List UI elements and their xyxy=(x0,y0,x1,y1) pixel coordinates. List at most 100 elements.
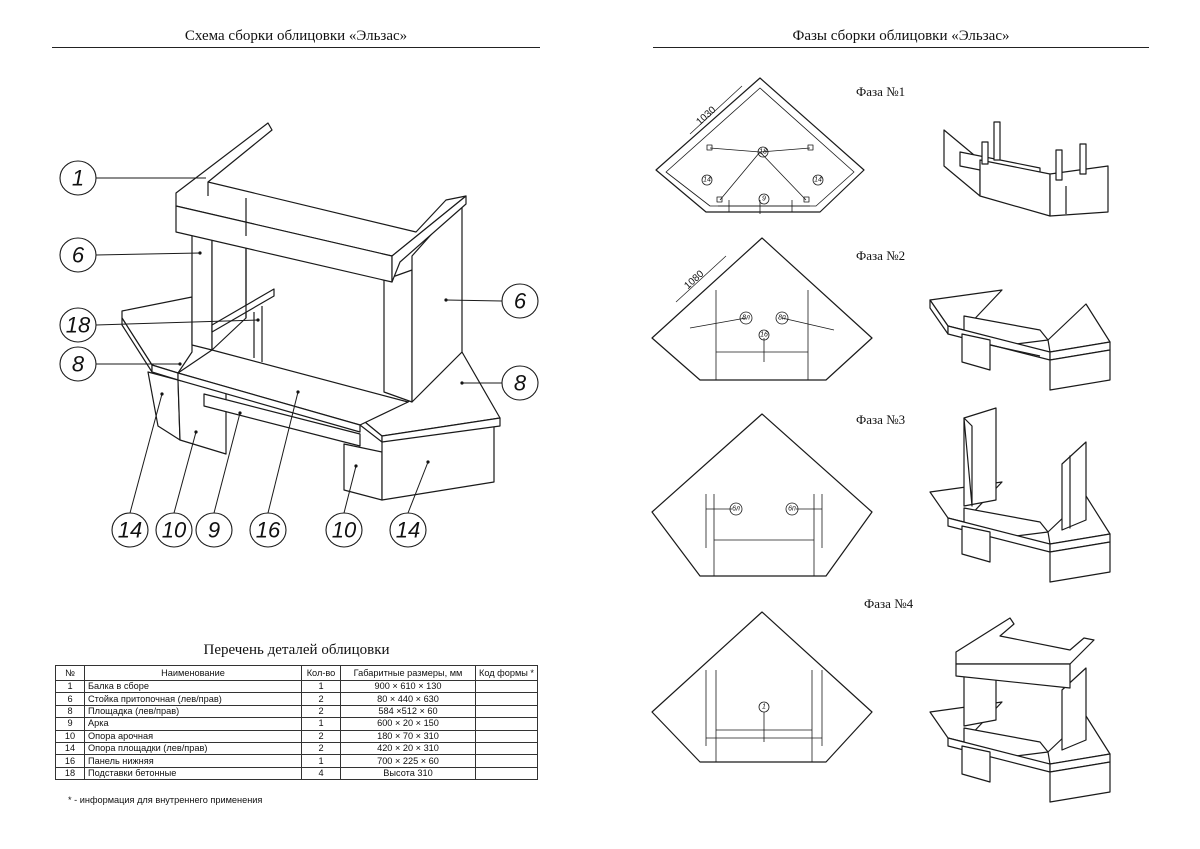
phase3-mark-a: 6л xyxy=(732,506,740,513)
left-title-rule xyxy=(52,47,540,48)
cell-qty: 2 xyxy=(301,704,341,719)
callout-circles xyxy=(59,160,539,548)
cell-num: 14 xyxy=(55,741,85,756)
cell-code xyxy=(475,717,538,731)
phase3-iso xyxy=(929,407,1111,583)
cell-code xyxy=(475,741,538,756)
cell-qty: 1 xyxy=(301,717,341,731)
cell-size: 700 × 225 × 60 xyxy=(340,754,476,768)
phase1-plan xyxy=(655,77,865,214)
isometric-assembly xyxy=(121,122,501,501)
cell-size: 900 × 610 × 130 xyxy=(340,679,476,694)
cell-code xyxy=(475,679,538,694)
pilaster-left xyxy=(191,221,213,351)
parts-table-title: Перечень деталей облицовки xyxy=(203,642,390,658)
cell-num: 9 xyxy=(55,717,85,731)
cell-qty: 2 xyxy=(301,741,341,756)
phase4-plan xyxy=(651,611,873,763)
right-sheet-title: Фазы сборки облицовки «Эльзас» xyxy=(792,28,1010,44)
cell-num: 16 xyxy=(55,754,85,768)
callout-9: 9 xyxy=(208,518,220,543)
cell-num: 8 xyxy=(55,704,85,719)
phase3-mark-b: 6п xyxy=(788,506,796,513)
cell-name: Стойка притопочная (лев/прав) xyxy=(84,692,302,706)
callout-10-a: 10 xyxy=(162,518,187,543)
header-name: Наименование xyxy=(84,665,302,681)
leader-lines xyxy=(95,177,503,514)
callout-18: 18 xyxy=(66,313,91,338)
header-size: Габаритные размеры, мм xyxy=(340,665,476,681)
table-row: 1 Балка в сборе 1 900 × 610 × 130 xyxy=(55,679,538,694)
cell-size: 420 × 20 × 310 xyxy=(340,741,476,756)
phase4-mark-a: 1 xyxy=(762,704,766,711)
table-row: 6 Стойка притопочная (лев/прав) 2 80 × 4… xyxy=(55,692,538,706)
cell-name: Опора арочная xyxy=(84,729,302,743)
phase1-label: Фаза №1 xyxy=(856,84,906,99)
cell-num: 6 xyxy=(55,692,85,706)
cell-name: Подставки бетонные xyxy=(84,766,302,781)
cell-num: 10 xyxy=(55,729,85,743)
cell-size: 600 × 20 × 150 xyxy=(340,717,476,731)
cell-code xyxy=(475,729,538,743)
phase2-dimension: 1080 xyxy=(682,268,706,291)
table-row: 18 Подставки бетонные 4 Высота 310 xyxy=(55,766,538,781)
phase1-dimension: 1030 xyxy=(694,104,718,127)
phase4-iso xyxy=(929,617,1111,803)
phase2-iso xyxy=(929,289,1111,391)
cell-code xyxy=(475,704,538,719)
cell-size: 180 × 70 × 310 xyxy=(340,729,476,743)
cell-qty: 2 xyxy=(301,729,341,743)
cell-num: 18 xyxy=(55,766,85,781)
left-sheet-title: Схема сборки облицовки «Эльзас» xyxy=(184,28,408,44)
table-row: 9 Арка 1 600 × 20 × 150 xyxy=(55,717,538,731)
phase2-mark-a: 8л xyxy=(742,315,750,322)
cell-size: Высота 310 xyxy=(340,766,476,781)
parts-table-footnote: * - информация для внутреннего применени… xyxy=(68,795,263,805)
cell-name: Балка в сборе xyxy=(84,679,302,694)
callout-10-b: 10 xyxy=(332,518,357,543)
callout-14-b: 14 xyxy=(396,518,420,543)
phase1-iso xyxy=(943,121,1109,217)
callout-1: 1 xyxy=(72,166,84,191)
cell-qty: 1 xyxy=(301,754,341,768)
phase3-plan xyxy=(651,413,873,577)
callout-6-left: 6 xyxy=(72,243,85,268)
phase2-plan xyxy=(651,237,873,381)
parts-table-header-row: № Наименование Кол-во Габаритные размеры… xyxy=(55,665,538,681)
table-row: 16 Панель нижняя 1 700 × 225 × 60 xyxy=(55,754,538,768)
cell-name: Опора площадки (лев/прав) xyxy=(84,741,302,756)
callout-8-left: 8 xyxy=(72,352,85,377)
table-row: 8 Площадка (лев/прав) 2 584 ×512 × 60 xyxy=(55,704,538,719)
phase2-mark-c: 16 xyxy=(760,332,768,339)
callout-6-right: 6 xyxy=(514,289,527,314)
cell-name: Арка xyxy=(84,717,302,731)
pilaster-right xyxy=(383,269,413,403)
callout-8-right: 8 xyxy=(514,371,527,396)
table-row: 10 Опора арочная 2 180 × 70 × 310 xyxy=(55,729,538,743)
phase1-mark-a: 18 xyxy=(759,149,767,156)
phase1-mark-d: 9 xyxy=(762,196,766,203)
parts-table: № Наименование Кол-во Габаритные размеры… xyxy=(55,665,538,781)
cell-qty: 4 xyxy=(301,766,341,781)
phase2-mark-b: 8п xyxy=(778,315,786,322)
cell-size: 584 ×512 × 60 xyxy=(340,704,476,719)
arch xyxy=(203,393,361,447)
phase4-label: Фаза №4 xyxy=(864,596,914,611)
cell-code xyxy=(475,692,538,706)
cell-name: Площадка (лев/прав) xyxy=(84,704,302,719)
cell-code xyxy=(475,766,538,781)
table-row: 14 Опора площадки (лев/прав) 2 420 × 20 … xyxy=(55,741,538,756)
header-code: Код формы * xyxy=(475,665,538,681)
callout-14-a: 14 xyxy=(118,518,142,543)
header-num: № xyxy=(55,665,85,681)
cell-size: 80 × 440 × 630 xyxy=(340,692,476,706)
phase1-mark-c: 14 xyxy=(814,177,822,184)
header-qty: Кол-во xyxy=(301,665,341,681)
cell-qty: 2 xyxy=(301,692,341,706)
cell-code xyxy=(475,754,538,768)
phase1-mark-b: 14 xyxy=(703,177,711,184)
phase3-label: Фаза №3 xyxy=(856,412,906,427)
right-title-rule xyxy=(653,47,1149,48)
cell-num: 1 xyxy=(55,679,85,694)
